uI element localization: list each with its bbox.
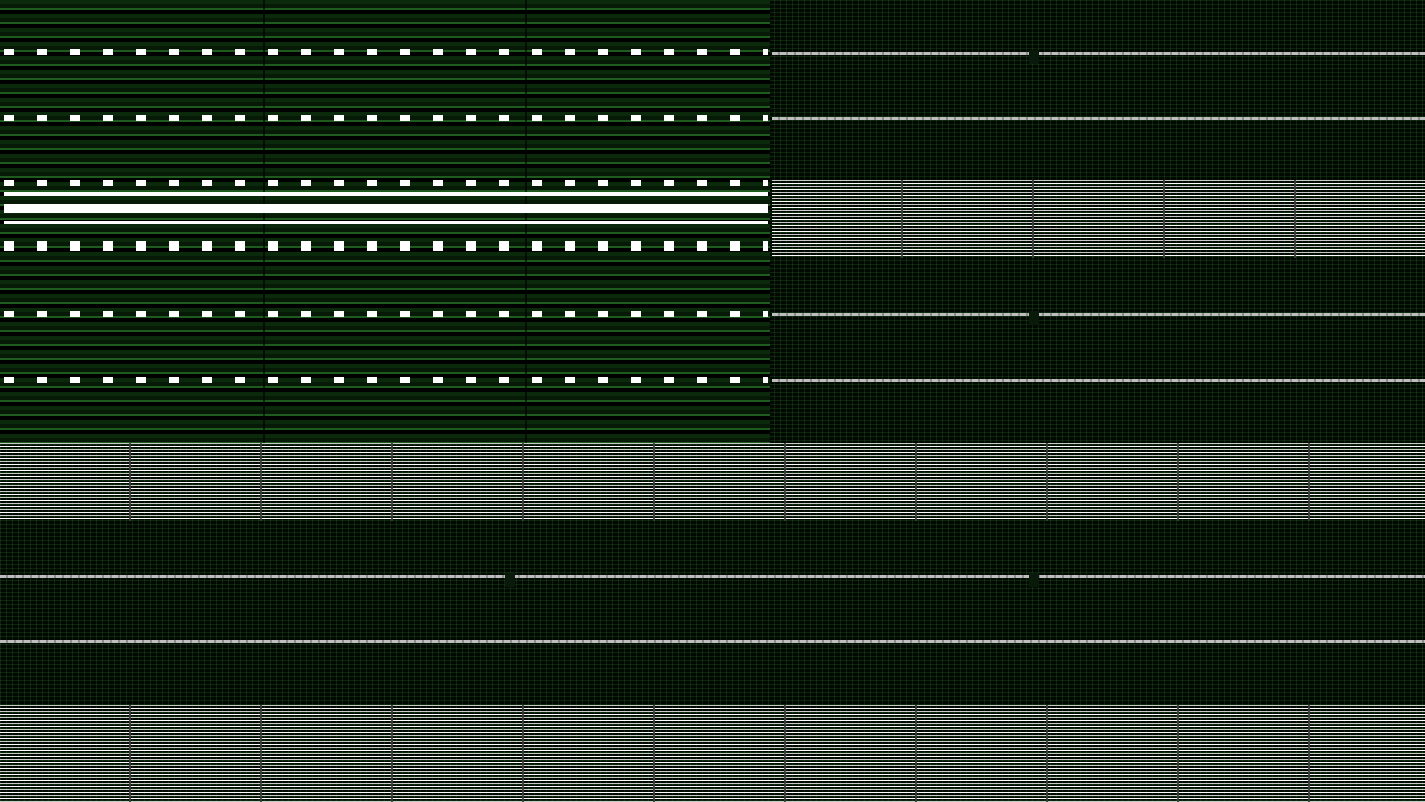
dashed-row — [4, 241, 768, 251]
striped-band — [0, 705, 1425, 802]
line-notch — [505, 573, 515, 587]
dashed-row — [4, 115, 768, 121]
band-cells — [0, 705, 1425, 802]
white-band — [4, 221, 768, 224]
white-band — [4, 192, 768, 196]
striped-band — [0, 443, 1425, 521]
gray-line — [0, 640, 1425, 643]
green-striped-panel — [0, 0, 770, 443]
line-notch — [1029, 311, 1039, 325]
band-cells — [772, 180, 1425, 258]
gray-line — [772, 117, 1425, 120]
gray-line — [0, 575, 1425, 578]
band-cells — [0, 443, 1425, 521]
line-notch — [1029, 50, 1039, 64]
dashed-row — [4, 49, 768, 55]
gray-line — [772, 379, 1425, 382]
gray-line — [772, 52, 1425, 55]
dashed-row — [4, 377, 768, 383]
dashed-row — [4, 180, 768, 186]
line-notch — [1029, 573, 1039, 587]
dashed-row — [4, 311, 768, 317]
white-band — [4, 204, 768, 213]
striped-band — [772, 180, 1425, 258]
gray-line — [772, 313, 1425, 316]
